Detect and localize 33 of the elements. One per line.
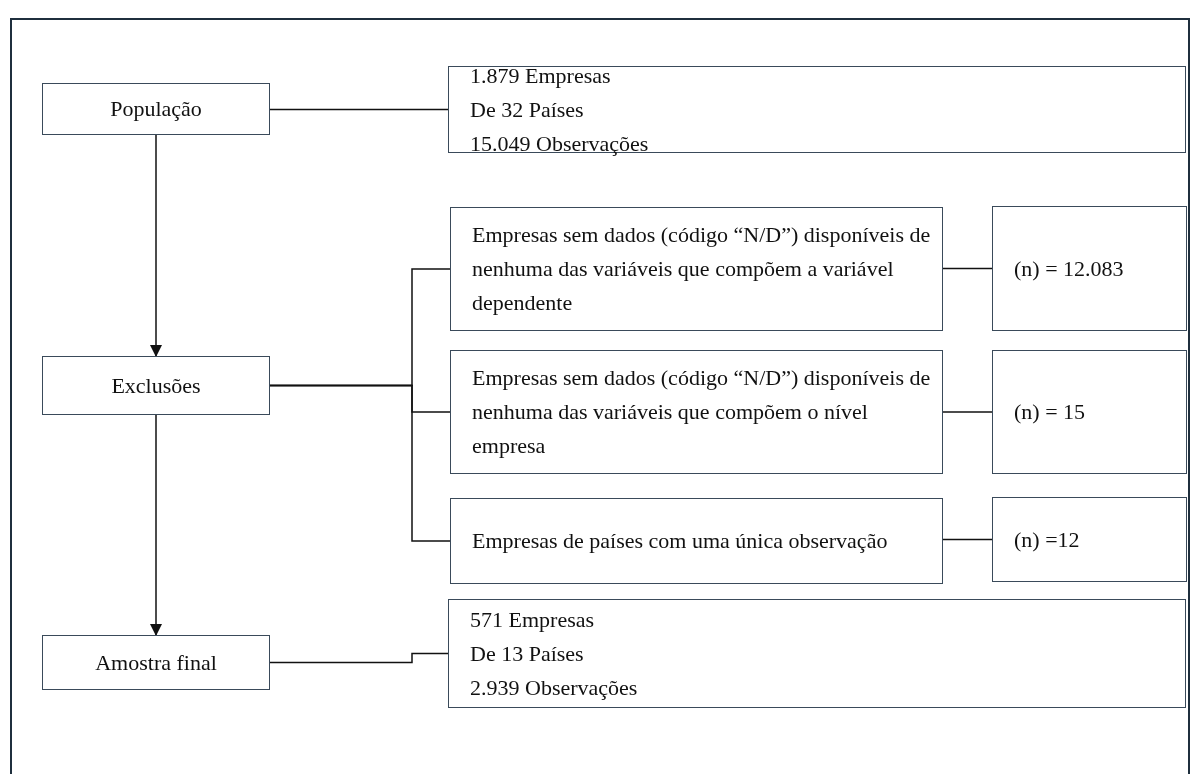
box-text: (n) = 15	[1014, 398, 1087, 426]
process-box	[992, 497, 1187, 582]
box-text: Empresas sem dados (código “N/D”) disponíveis de nenhuma das variáveis que compõem o nível empresa	[472, 364, 932, 460]
arrow	[150, 414, 162, 636]
connector-line	[942, 267, 993, 270]
box-text: Empresas sem dados (código “N/D”) disponíveis de nenhuma das variáveis que compõem a variável dependente	[472, 221, 932, 317]
box-text: 2.939 Observações	[470, 673, 639, 702]
box-text: (n) = 12.083	[1014, 254, 1125, 283]
box-text: 15.049 Observações	[470, 129, 650, 158]
connector-line	[942, 411, 993, 413]
process-box	[42, 635, 270, 690]
box-text: Exclusões	[111, 371, 201, 400]
box-text: (n) =12	[1014, 525, 1081, 554]
box-text: 1.879 Empresas	[470, 61, 612, 90]
process-box	[450, 498, 943, 584]
process-box	[42, 83, 270, 135]
box-text: Empresas de países com uma única observação	[472, 527, 889, 555]
process-box	[450, 350, 943, 474]
connector-line	[942, 538, 993, 541]
process-box	[450, 207, 943, 331]
connector-line	[269, 108, 449, 111]
box-text: 571 Empresas	[470, 605, 596, 634]
arrow	[150, 134, 162, 357]
process-box	[448, 599, 1186, 708]
process-box	[992, 350, 1187, 474]
connector-line	[269, 384, 451, 542]
process-box	[992, 206, 1187, 331]
process-box	[42, 356, 270, 415]
connector-line	[269, 652, 449, 664]
box-text: De 32 Países	[470, 95, 585, 124]
box-text: De 13 Países	[470, 639, 585, 668]
box-text: Amostra final	[95, 648, 217, 677]
box-text: População	[110, 95, 202, 123]
